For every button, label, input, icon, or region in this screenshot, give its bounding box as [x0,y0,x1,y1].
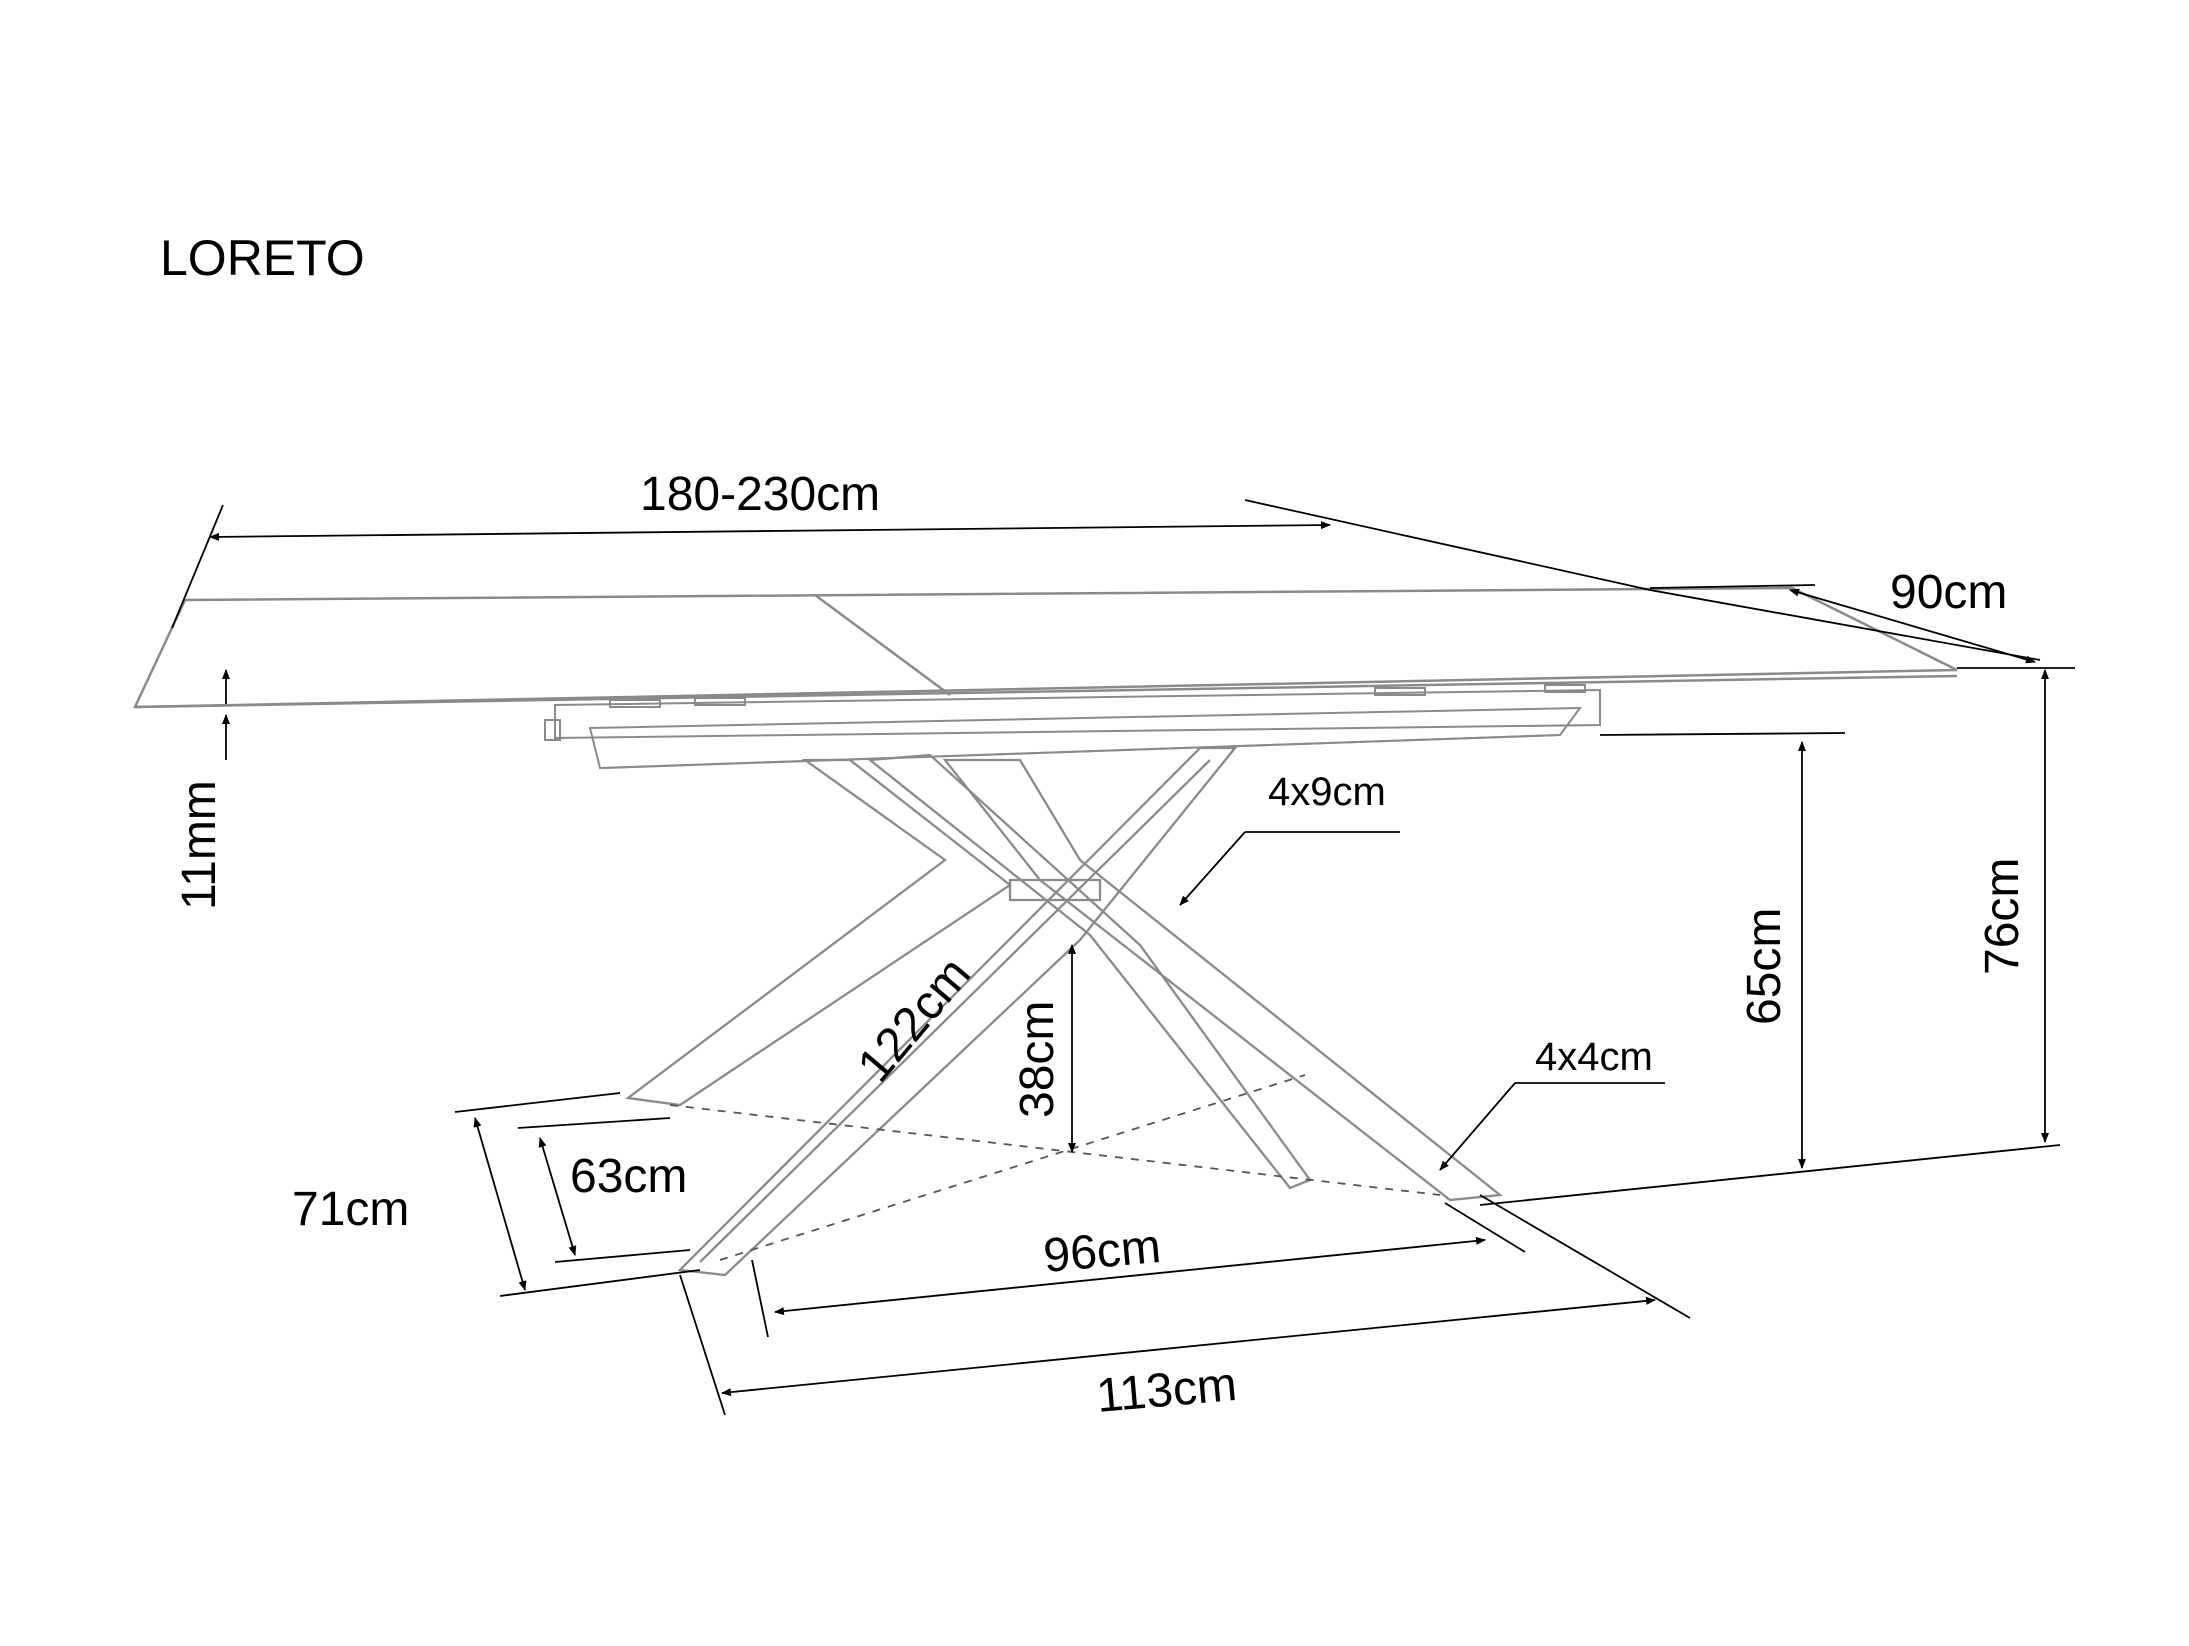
table-top [133,586,1958,709]
base-depth-inner-label: 63cm [570,1150,687,1203]
base-span-outer-label: 113cm [1094,1358,1239,1423]
table-legs [625,746,1503,1277]
foot-profile-label: 4x4cm [1535,1035,1653,1079]
dimension-lines [171,499,2075,1416]
leg-profile-label: 4x9cm [1268,770,1386,814]
product-title: LORETO [160,230,365,286]
floor-guides [669,1074,1441,1261]
leg-height-label: 65cm [1738,908,1791,1025]
base-height-label: 38cm [1011,1001,1064,1118]
top-thickness-label: 11mm [173,780,226,910]
top-width-label: 90cm [1890,566,2007,619]
base-span-inner-label: 96cm [1041,1220,1163,1283]
top-length-label: 180-230cm [640,468,880,521]
table-frame [544,684,1601,770]
base-depth-outer-label: 71cm [292,1183,409,1236]
total-height-label: 76cm [1976,858,2029,975]
leg-length-label: 122cm [848,948,981,1092]
